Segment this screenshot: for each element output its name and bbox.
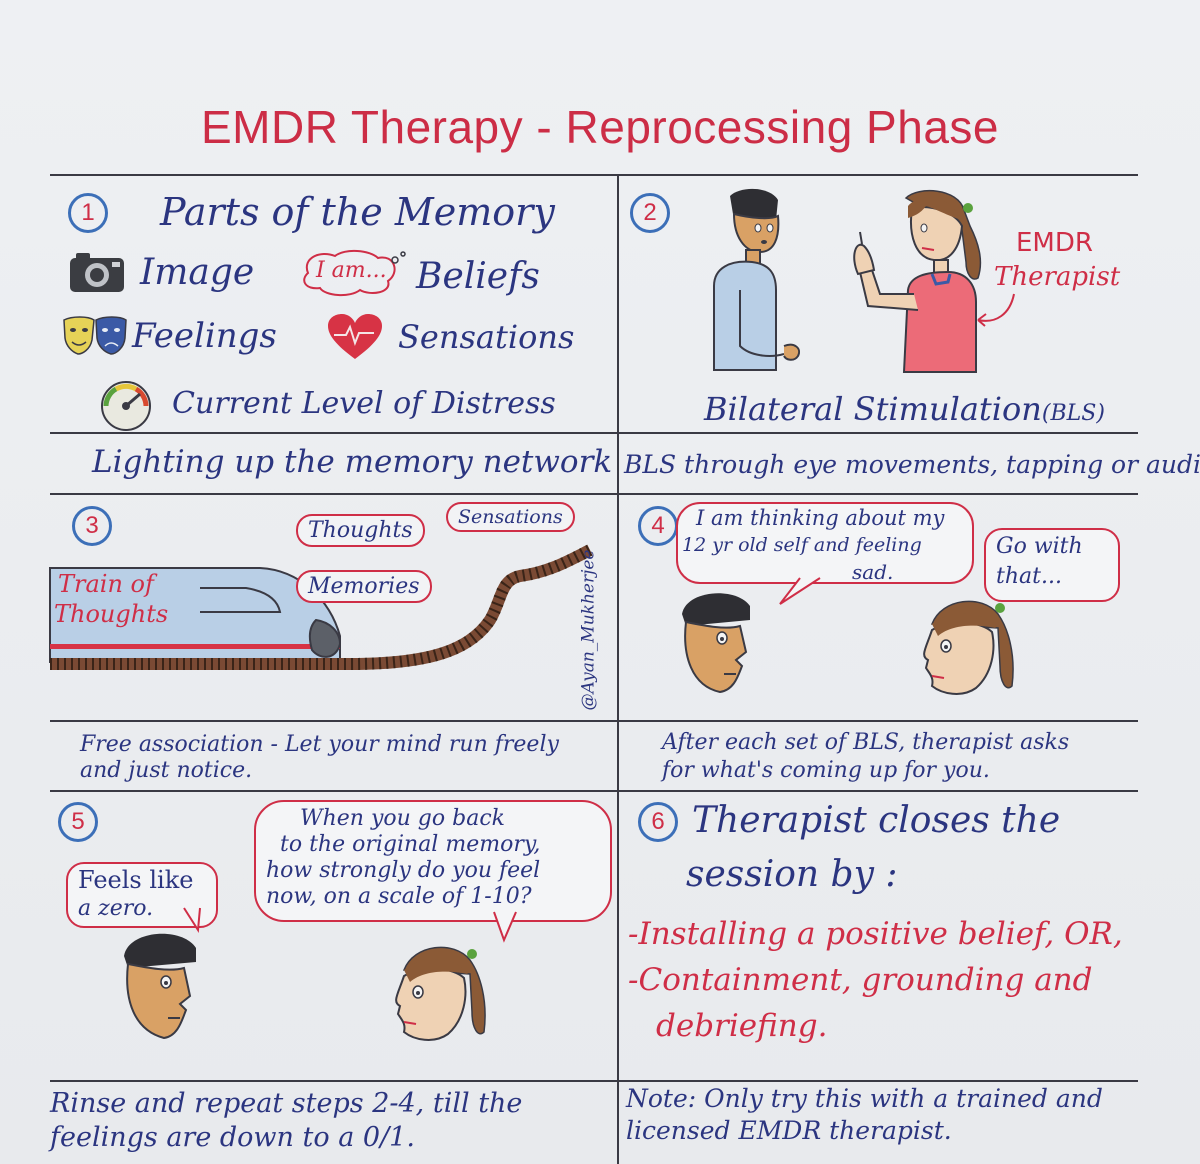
panel1-caption: Lighting up the memory network [92,444,613,480]
feelings-label: Feelings [132,316,277,356]
grid-line-row3-caption [50,1080,1138,1082]
therapist-figure [853,190,982,373]
emdr-therapist-line2: Therapist [994,262,1121,292]
panel6-heading-line2: session by : [686,854,898,895]
thought-bubble-icon [303,250,406,296]
grid-line-middle [617,174,619,1164]
panel6-heading-line1: Therapist closes the [692,800,1061,841]
step-number-6: 6 [638,802,678,842]
therapist-speech-bubble-5 [254,800,612,922]
client-head-5 [124,933,196,1040]
step-number-2: 2 [630,193,670,233]
panel6-item1: -Installing a positive belief, OR, [628,916,1123,952]
panel6-note-line1: Note: Only try this with a trained and [626,1084,1103,1113]
client-bubble-tail-5 [183,907,201,934]
poster-title: EMDR Therapy - Reprocessing Phase [201,101,999,153]
train-label-line1: Train of [58,570,154,598]
panel4-caption-line2: for what's coming up for you. [662,758,990,783]
step-number-5: 5 [58,802,98,842]
distress-label: Current Level of Distress [172,386,556,421]
panel5-caption-line1: Rinse and repeat steps 2-4, till the [50,1088,523,1119]
step-number-1: 1 [68,193,108,233]
sensations-tag: Sensations [446,502,575,532]
sensations-label: Sensations [398,318,575,356]
panel3-caption-line1: Free association - Let your mind run fre… [80,732,559,757]
grid-line-row1-bottom [50,493,1138,495]
grid-line-row2-caption [50,720,1138,722]
step-number-3: 3 [72,506,112,546]
panel3-caption-line2: and just notice. [80,758,253,783]
therapist-speech-5-line1: When you go back [300,806,505,831]
therapist-head-5 [395,946,486,1041]
therapist-speech-line1: Go with [996,534,1083,559]
client-speech-5-line1: Feels like [78,866,194,894]
image-label: Image [140,252,255,293]
heart-icon [328,314,382,359]
grid-line-row1-caption [50,432,1138,434]
panel4-caption-line1: After each set of BLS, therapist asks [662,730,1070,755]
client-speech-line1: I am thinking about my [696,506,945,530]
client-speech-line3: sad. [852,560,894,584]
therapist-speech-5-line4: now, on a scale of 1-10? [266,884,532,909]
client-speech-bubble-5 [66,862,218,928]
client-head-4 [682,593,750,694]
gauge-icon [101,381,151,431]
train-illustration [49,544,593,670]
bls-abbr: (BLS) [1041,401,1105,426]
therapist-arrow [977,293,1015,327]
step-number-4: 4 [638,506,678,546]
client-bubble-tail [779,577,821,605]
therapist-bubble-tail-5 [493,911,517,943]
artist-credit: @Ayan_Mukherjee [578,549,599,711]
beliefs-label: Beliefs [416,256,540,297]
camera-icon [70,253,124,292]
client-speech-bubble [676,502,974,584]
emdr-therapist-line1: EMDR [1016,228,1093,258]
therapist-speech-5-line3: how strongly do you feel [266,858,541,883]
therapist-speech-5-line2: to the original memory, [280,832,541,857]
i-am-label: I am... [316,258,387,283]
thoughts-tag: Thoughts [296,514,425,547]
mask-icon [63,316,127,355]
memories-tag: Memories [296,570,432,603]
parts-of-memory-heading: Parts of the Memory [160,190,555,234]
grid-line-top [50,174,1138,176]
client-speech-5-line2: a zero. [78,896,154,921]
client-speech-line2: 12 yr old self and feeling [682,534,922,556]
therapist-head-4 [923,600,1014,695]
panel6-note-line2: licensed EMDR therapist. [626,1116,952,1145]
panel5-caption-line2: feelings are down to a 0/1. [50,1122,415,1153]
therapist-speech-bubble [984,528,1120,602]
grid-line-row2-bottom [50,790,1138,792]
bls-text: Bilateral Stimulation [704,390,1042,428]
panel2-caption: BLS through eye movements, tapping or au… [624,450,1200,479]
therapist-speech-line2: that... [996,564,1062,589]
panel6-item2a: -Containment, grounding and [628,962,1093,998]
train-label-line2: Thoughts [54,600,169,628]
panel6-item2b: debriefing. [656,1008,828,1044]
bls-label: Bilateral Stimulation(BLS) [704,390,1105,428]
client-figure [713,188,800,371]
